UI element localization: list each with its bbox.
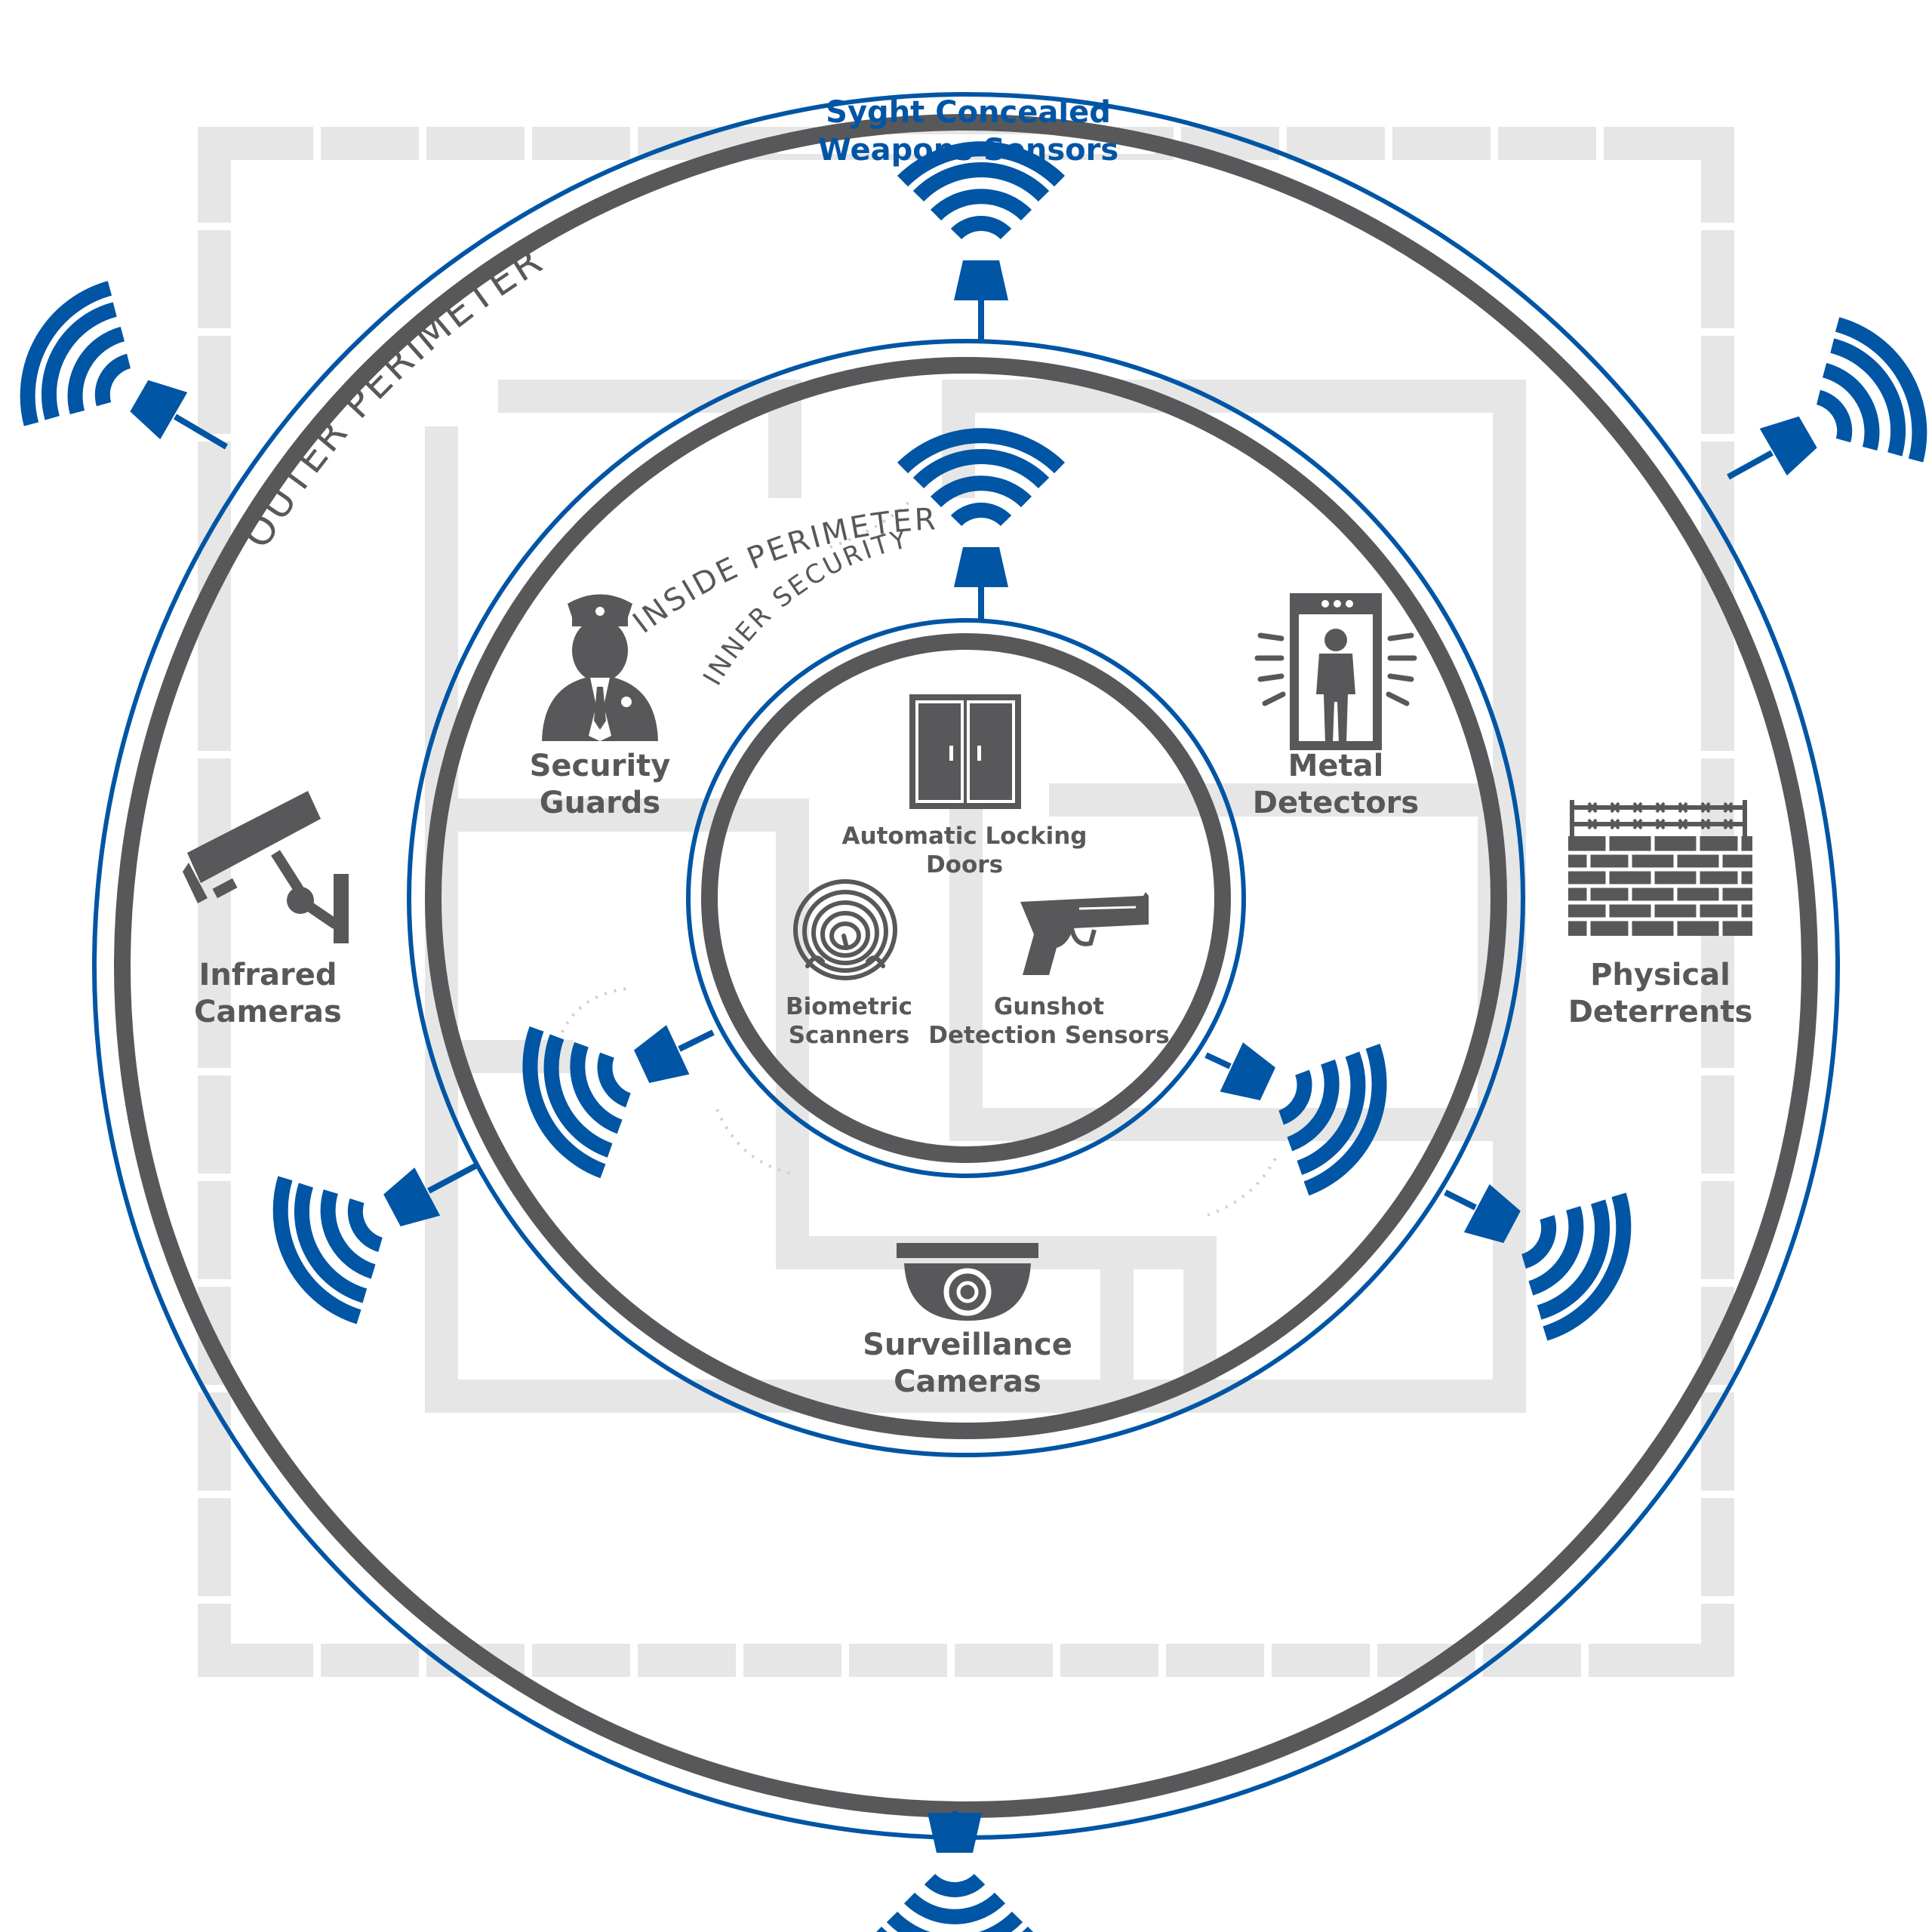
biometric-scanners-label-line1: Biometric	[786, 993, 912, 1020]
metal-detectors-label-line1: Metal	[1288, 749, 1384, 783]
wireless-sensor-icon	[903, 149, 1060, 300]
infrared-cameras-label-line2: Cameras	[194, 995, 342, 1029]
wireless-sensor-icon	[1198, 996, 1402, 1202]
metal-detectors-label-line2: Detectors	[1253, 786, 1419, 820]
locking-doors-label-line2: Doors	[926, 851, 1003, 878]
syght-label-line2: Weapons Sensors	[818, 133, 1118, 168]
surveillance-cameras-label-line2: Cameras	[894, 1364, 1041, 1399]
physical-deterrents-label-line1: Physical	[1590, 958, 1730, 992]
handgun-icon	[1020, 892, 1149, 975]
security-guards-label-line2: Guards	[540, 786, 660, 820]
infrared-cameras-label-line1: Infrared	[199, 958, 337, 992]
brick-wall-icon	[1568, 800, 1752, 936]
dome-camera-icon	[897, 1243, 1038, 1321]
wireless-sensor-icon	[1734, 309, 1932, 520]
floorplan-wall-segments	[198, 127, 1734, 1677]
inside-perimeter-ring	[425, 357, 1507, 1439]
gunshot-sensors-label-line2: Detection Sensors	[928, 1022, 1170, 1049]
fingerprint-icon	[793, 879, 897, 980]
locking-doors-icon	[909, 694, 1021, 809]
wireless-sensor-icon	[3, 272, 213, 484]
inside-perimeter-ring-blue	[407, 339, 1525, 1457]
inside-perimeter-label: INSIDE PERIMETER	[626, 502, 938, 640]
wireless-sensor-icon	[876, 1813, 1033, 1932]
syght-label-line1: Syght Concealed	[826, 95, 1111, 130]
security-guard-icon	[542, 594, 658, 741]
gunshot-sensors-label-line1: Gunshot	[994, 993, 1104, 1020]
outer-perimeter-ring	[114, 114, 1818, 1818]
inner-security-ring	[701, 633, 1231, 1163]
biometric-scanners-label-line2: Scanners	[789, 1022, 910, 1049]
infrared-camera-icon	[183, 791, 349, 943]
security-guards-label-line1: Security	[530, 749, 671, 783]
wireless-sensor-icon	[1440, 1139, 1647, 1349]
dotted-connectors	[557, 497, 1277, 1217]
physical-deterrents-label-line2: Deterrents	[1568, 995, 1753, 1029]
metal-detector-icon	[1254, 593, 1417, 750]
locking-doors-label-line1: Automatic Locking	[842, 823, 1088, 850]
inner-security-ring-blue	[686, 618, 1246, 1178]
surveillance-cameras-label-line1: Surveillance	[863, 1327, 1072, 1362]
wireless-sensor-icon	[507, 979, 711, 1185]
